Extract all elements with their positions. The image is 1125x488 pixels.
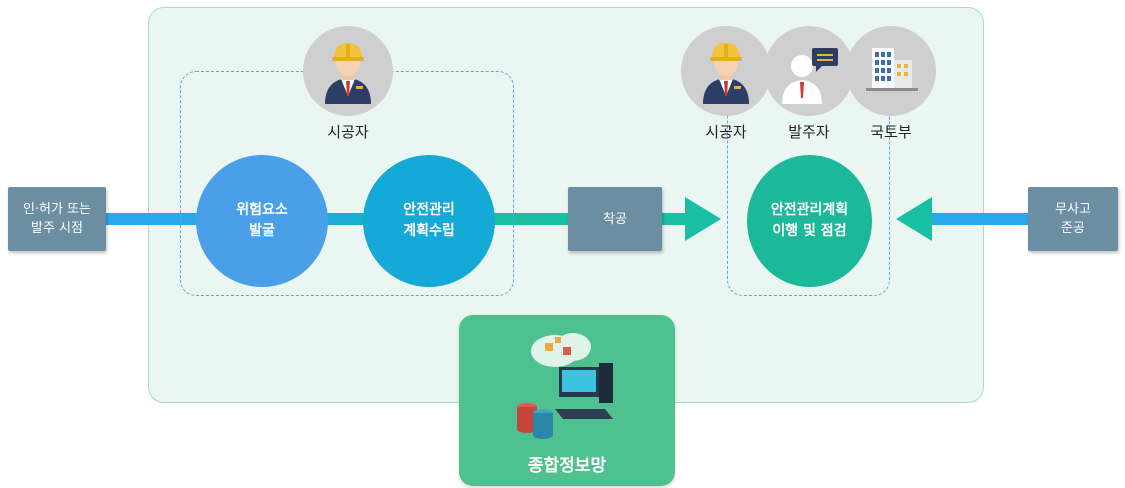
computer-database-icon	[517, 333, 613, 439]
client-avatar	[764, 26, 854, 116]
arrow-right-icon	[685, 197, 721, 241]
safety-plan-circle: 안전관리 계획수립	[363, 155, 495, 287]
info-network-title: 종합정보망	[527, 456, 607, 476]
ministry-avatar	[846, 26, 936, 116]
contractor-avatar	[303, 26, 393, 116]
worker-icon	[325, 43, 371, 104]
worker-icon	[703, 43, 749, 104]
completion-box: 무사고 준공	[1028, 187, 1118, 251]
risk-discovery-circle: 위험요소 발굴	[196, 155, 328, 287]
construction-start-box: 착공	[568, 187, 662, 251]
ministry-label: 국토부	[870, 123, 912, 141]
contractor-label: 시공자	[327, 123, 369, 141]
integrated-info-network: 종합정보망	[459, 315, 675, 486]
client-icon	[782, 48, 838, 104]
contractor-avatar-2	[681, 26, 771, 116]
building-icon	[866, 48, 918, 91]
connector-from-start	[660, 213, 690, 225]
connector-right	[930, 213, 1030, 225]
contractor-label-2: 시공자	[705, 123, 747, 141]
permit-stage-box: 인·허가 또는 발주 시점	[8, 187, 106, 251]
arrow-left-icon	[896, 197, 932, 241]
plan-implementation-circle: 안전관리계획 이행 및 점검	[747, 155, 872, 287]
client-label: 발주자	[788, 123, 830, 141]
connector-to-start	[490, 213, 570, 225]
